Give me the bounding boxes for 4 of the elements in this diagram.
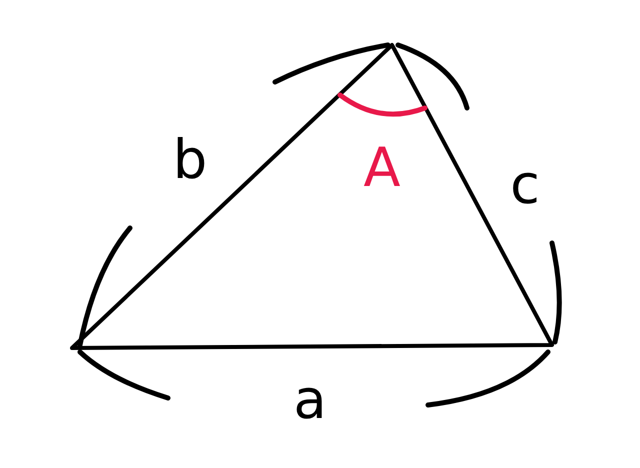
side-label: c (510, 158, 540, 212)
angle-label: A (364, 141, 400, 195)
side-label: b (172, 133, 208, 187)
side-label: a (293, 373, 327, 427)
